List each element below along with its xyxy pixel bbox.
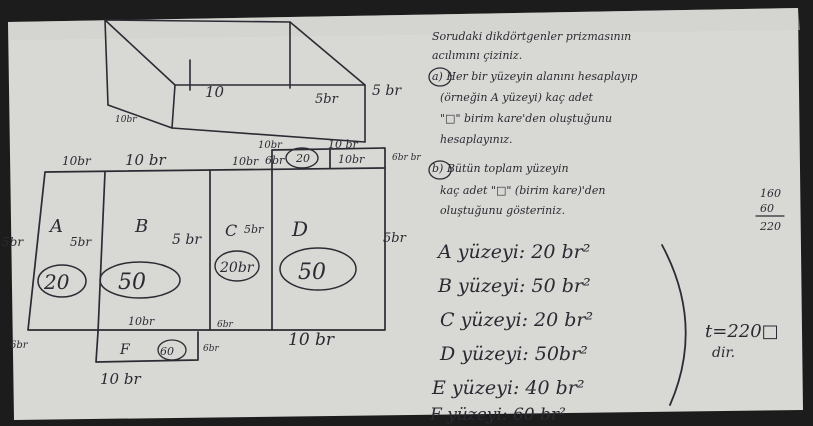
answer-line-D: D yüzeyi: 50br² [439,343,588,365]
note-line-2: acılımını çiziniz. [432,49,522,62]
note-line-5: "□" birim kare'den oluştuğunu [440,112,612,125]
face-D-side: 5br [383,231,407,246]
net-sketch [27,147,687,406]
face-A-area: 20 [43,270,70,294]
face-B-area: 50 [118,270,146,295]
note-line-3: a) Her bir yüzeyin alanını hesaplayıp [432,70,637,83]
answer-total: t=220□ [705,321,779,342]
note-line-8: kaç adet "□" (birim kare)'den [440,184,605,197]
face-A-side: 5br [70,235,92,249]
face-A-left: 5br [2,235,24,249]
net-bottom-label-4: 6br [203,344,219,354]
answer-line-B: B yüzeyi: 50 br² [437,275,591,297]
question-notes: Sorudaki dikdörtgenler prizmasının acılı… [432,30,637,217]
note-line-6: hesaplayınız. [440,133,513,146]
prism-bottom-left-label: 10br [115,115,137,125]
net-top-label-2: 10 br [125,151,166,169]
note-line-9: oluştuğunu gösteriniz. [440,204,565,217]
prism-3d-sketch [104,19,366,143]
prism-bottom-label-2: 10 br [328,138,359,151]
net-bottom-label-2: 6br [217,320,233,330]
face-B-side: 5 br [172,232,202,248]
side-sum-1: 160 [760,187,781,200]
side-sum-2: 60 [760,202,774,215]
net-top-small-area: 20 [295,152,310,165]
face-C-side: 5br [244,223,264,236]
net-right-small: 6br br [392,153,421,163]
prism-inner-label: 5br [315,92,339,107]
face-F-area: 60 [160,345,174,358]
face-B-letter: B [134,216,148,237]
answer-line-A: A yüzeyi: 20 br² [436,241,590,263]
answer-total-unit: dir. [712,345,735,361]
face-C-area: 20br [219,260,255,276]
net-top-label-4: 6br [265,154,285,167]
face-A-letter: A [48,216,63,237]
face-D-area: 50 [298,260,326,285]
prism-bottom-label-1: 10br [258,140,283,151]
face-C-letter: C [225,221,237,240]
prism-front-label: 10 [205,83,225,101]
answer-line-F: F yüzeyi: 60 br² [429,405,566,425]
answer-line-C: C yüzeyi: 20 br² [440,309,593,331]
net-bottom-bottom: 10 br [100,370,141,388]
face-D-letter: D [291,217,308,241]
note-line-4: (örneğin A yüzeyi) kaç adet [440,91,593,104]
answer-line-E: E yüzeyi: 40 br² [431,377,584,399]
paper [8,8,803,420]
net-top-label-1: 10br [62,154,92,168]
net-top-label-5: 10br [338,153,365,166]
face-F-letter: F [119,342,131,358]
net-top-label-3: 10br [232,155,259,168]
prism-right-side-label: 5 br [372,83,402,99]
side-sum-3: 220 [759,220,781,233]
note-line-7: b) Bütün toplam yüzeyin [432,162,569,175]
answers-list: A yüzeyi: 20 br² B yüzeyi: 50 br² C yüze… [429,241,593,425]
net-bottom-label-1: 10br [128,315,155,328]
note-line-1: Sorudaki dikdörtgenler prizmasının [432,30,631,43]
net-bottom-label-3: 10 br [288,330,335,350]
net-left-small: 6br [10,340,29,351]
